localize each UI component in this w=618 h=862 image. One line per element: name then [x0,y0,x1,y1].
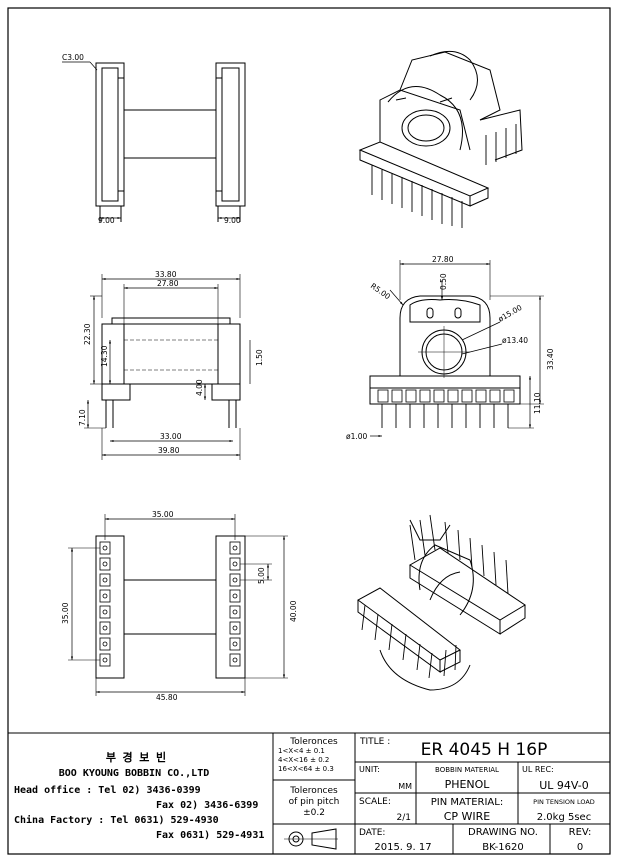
tolerance-title: Toleronces [289,737,338,747]
dim-2230: 22.30 [83,323,92,345]
head-office-fax: Fax 02) 3436-6399 [156,800,258,811]
dim-p100: ø1.00 [346,432,368,441]
dim-900-right: 9.00 [224,216,241,225]
tolerance-row-1: 1<X<4 ± 0.1 [278,747,325,755]
bottom-view [68,514,288,696]
dim-3500-h: 35.00 [152,510,174,519]
dim-900-left: 9.00 [98,216,115,225]
pin-material-label: PIN MATERIAL: [431,797,503,808]
ul-label: UL REC: [522,765,554,774]
bobbin-material-label: BOBBIN MATERIAL [435,766,499,774]
title-label: TITLE : [359,737,390,747]
title-block-grid [8,732,610,854]
pitch-tolerance-value: ±0.2 [303,808,325,818]
dim-400: 4.00 [195,379,204,396]
unit-value: MM [398,782,412,791]
scale-label: SCALE: [359,797,391,807]
pin-material-value: CP WIRE [444,810,491,823]
tolerance-row-3: 16<X<64 ± 0.3 [278,765,334,773]
date-value: 2015. 9. 17 [374,842,431,853]
dim-p1340: ø13.40 [502,336,528,345]
dim-050: 0.50 [439,273,448,290]
iso-view-bottom [357,514,526,691]
dim-c300: C3.00 [62,53,84,62]
dim-4000: 40.00 [289,600,298,622]
dim-2780-end: 27.80 [432,255,454,264]
side-view-top [62,61,246,222]
dim-150: 1.50 [255,349,264,366]
sheet-border [7,7,611,855]
dim-1430: 14.30 [100,345,109,367]
dim-2780-front: 27.80 [157,279,179,288]
scale-value: 2/1 [397,813,411,823]
pitch-tolerance-sub: of pin pitch [289,797,340,807]
dim-3340: 33.40 [546,348,555,370]
bobbin-material-value: PHENOL [445,778,491,791]
drawing-title: ER 4045 H 16P [421,740,548,760]
dim-3300: 33.00 [160,432,182,441]
dim-710: 7.10 [78,409,87,426]
pin-tension-value: 2.0kg 5sec [537,812,591,823]
dim-3380: 33.80 [155,270,177,279]
pitch-tolerance-title: Toleronces [289,786,338,796]
pin-tension-label: PIN TENSION LOAD [533,798,595,806]
end-view [369,260,544,438]
iso-view-top [358,50,523,228]
head-office-tel: Head office : Tel 02) 3436-0399 [14,784,201,796]
dim-p1500: ø15.00 [497,303,524,324]
dim-3500-v: 35.00 [61,602,70,624]
dim-4580: 45.80 [156,693,178,702]
drawing-no-label: DRAWING NO. [468,827,538,838]
dim-r500: R5.00 [369,281,392,301]
tolerance-row-2: 4<X<16 ± 0.2 [278,756,329,764]
ul-value: UL 94V-0 [539,779,589,792]
dim-500: 5.00 [257,567,266,584]
company-name: BOO KYOUNG BOBBIN CO.,LTD [59,768,210,779]
date-label: DATE: [359,828,385,838]
rev-label: REV: [569,827,592,838]
china-factory-tel: China Factory : Tel 0631) 529-4930 [14,814,219,826]
drawing-no-value: BK-1620 [482,842,523,853]
unit-label: UNIT: [359,765,380,774]
dim-3980: 39.80 [158,446,180,455]
dim-1110: 11.10 [533,392,542,414]
china-factory-fax: Fax 0631) 529-4931 [156,830,264,841]
rev-value: 0 [577,842,583,853]
company-name-korean: 부 경 보 빈 [106,750,166,764]
front-view [84,274,251,460]
